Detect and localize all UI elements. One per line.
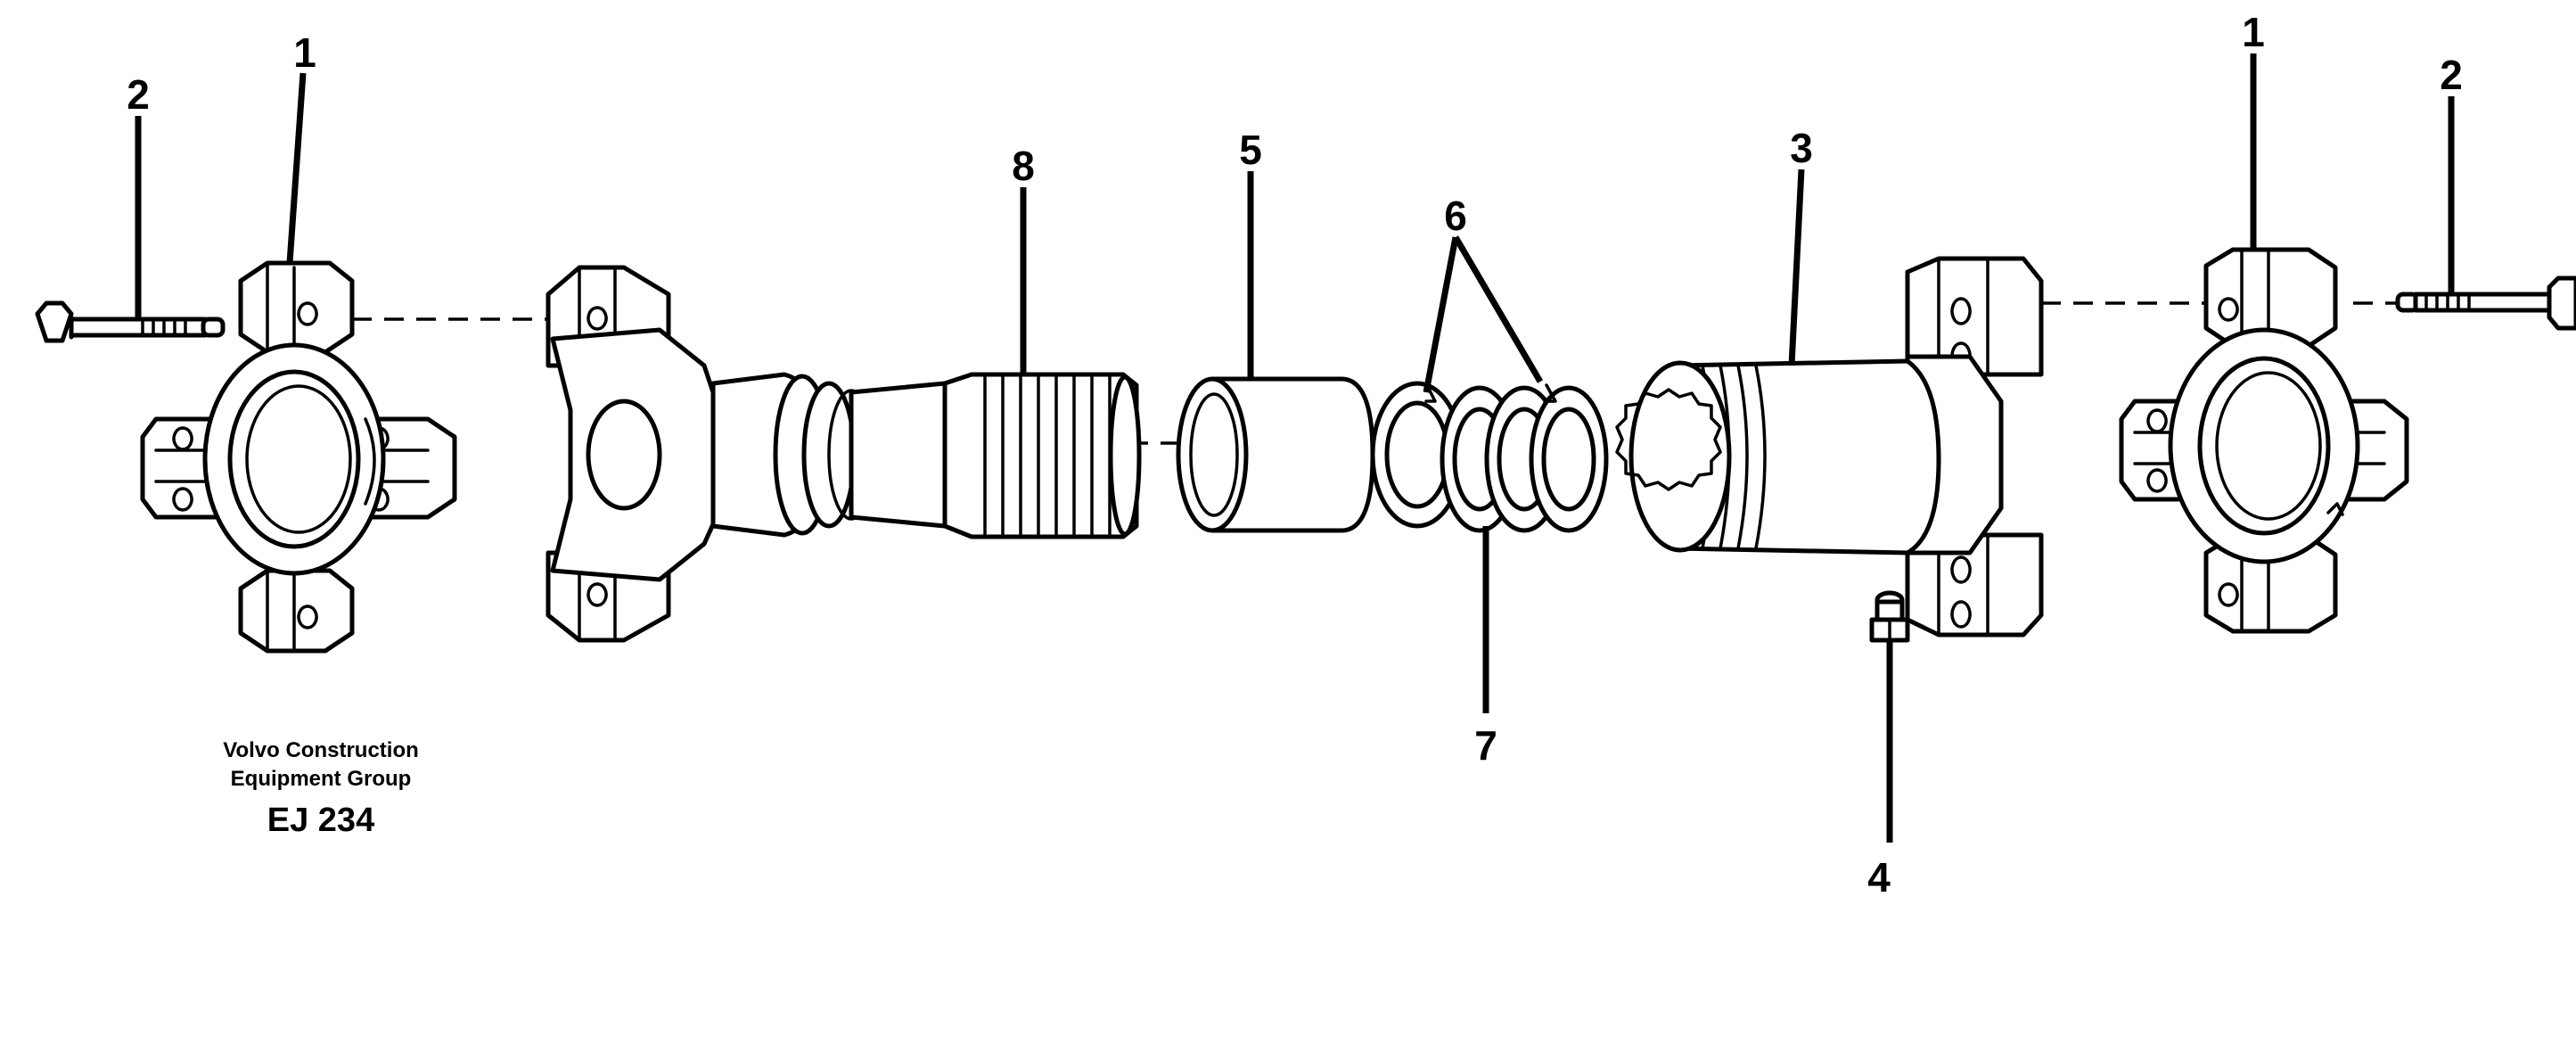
- caption-line-2: Equipment Group: [230, 767, 412, 791]
- callout-rings: 6: [1444, 193, 1467, 239]
- right-bolt: [2395, 276, 2576, 331]
- sleeve: [1176, 376, 1375, 533]
- callout-slip-yoke: 3: [1790, 125, 1813, 171]
- flange-yoke-shaft: [546, 265, 1142, 643]
- diagram-caption: Volvo Construction Equipment Group EJ 23…: [178, 736, 464, 847]
- callout-right-cross: 1: [2242, 9, 2265, 55]
- left-bolt: [35, 300, 226, 343]
- leader-lines: [135, 53, 2455, 843]
- callout-labels: 2 1 8 5 6 7 3 4 1 2: [127, 9, 2463, 901]
- callout-left-cross: 1: [293, 29, 316, 76]
- callout-sleeve: 5: [1239, 127, 1262, 173]
- callout-left-bolt: 2: [127, 71, 150, 118]
- diagram-code: EJ 234: [267, 802, 375, 839]
- grease-nipple: [1869, 590, 1910, 643]
- callout-yoke-shaft: 8: [1012, 143, 1035, 189]
- slip-yoke: [1615, 256, 2044, 638]
- callout-spring: 7: [1474, 722, 1497, 769]
- left-universal-cross: [140, 260, 457, 654]
- callout-grease-nipple: 4: [1867, 854, 1891, 901]
- callout-right-bolt: 2: [2440, 52, 2463, 98]
- right-universal-cross: [2119, 247, 2409, 634]
- caption-line-1: Volvo Construction: [223, 738, 419, 762]
- snap-rings-and-spring: [1370, 381, 1609, 533]
